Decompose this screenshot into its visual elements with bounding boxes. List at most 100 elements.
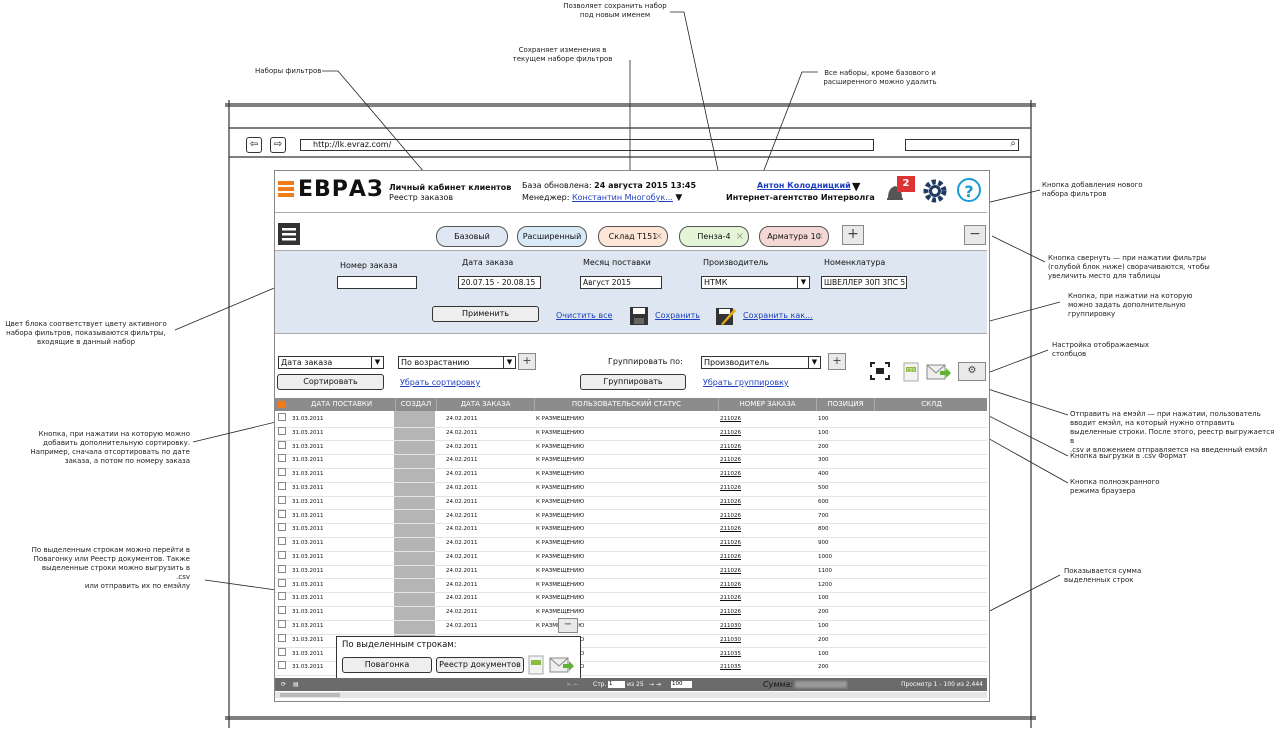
remove-sort-link[interactable]: Убрать сортировку xyxy=(400,378,481,387)
browser-search-input[interactable]: ⌕ xyxy=(905,138,1019,151)
row-checkbox[interactable] xyxy=(278,647,286,656)
row-checkbox[interactable] xyxy=(278,426,286,435)
back-button[interactable]: ⇦ xyxy=(246,137,262,153)
row-checkbox[interactable] xyxy=(278,495,286,504)
order-date-input[interactable]: 20.07.15 - 20.08.15 xyxy=(458,276,541,289)
filter-set-tab[interactable]: Арматура 10× xyxy=(759,226,829,247)
add-grouping-button[interactable]: + xyxy=(828,353,846,370)
cell-order-number-link[interactable]: 211026 xyxy=(720,595,741,602)
cell-order-number-link[interactable]: 211026 xyxy=(720,512,741,519)
cell-order-number-link[interactable]: 211035 xyxy=(720,664,741,671)
url-bar[interactable]: http://lk.evraz.com/ xyxy=(300,139,874,151)
filter-set-tab[interactable]: Склад Т151× xyxy=(598,226,668,247)
col-delivery-date[interactable]: ДАТА ПОСТАВКИ xyxy=(310,400,373,408)
row-checkbox[interactable] xyxy=(278,620,286,628)
csv-export-icon[interactable] xyxy=(528,655,544,675)
user-name-link[interactable]: Антон Колодницкий xyxy=(757,181,851,190)
first-page-icon[interactable]: ⇤ ← xyxy=(567,681,579,688)
floppy-save-icon[interactable] xyxy=(629,306,649,326)
page-number-input[interactable]: 1 xyxy=(608,681,625,688)
row-checkbox[interactable] xyxy=(278,564,286,573)
horizontal-scrollbar[interactable] xyxy=(275,692,987,698)
cell-order-number-link[interactable]: 211026 xyxy=(720,498,741,505)
cell-order-number-link[interactable]: 211030 xyxy=(720,623,741,629)
row-checkbox[interactable] xyxy=(278,482,286,490)
email-send-icon[interactable] xyxy=(549,655,575,675)
refresh-icon[interactable]: ⟳ xyxy=(281,681,287,688)
row-checkbox[interactable] xyxy=(278,592,286,601)
csv-export-icon[interactable]: CSV xyxy=(902,362,920,382)
manager-dropdown-icon[interactable]: ▼ xyxy=(675,193,683,203)
close-icon[interactable]: × xyxy=(735,231,744,242)
wagon-report-button[interactable]: Повагонка xyxy=(342,657,432,673)
cell-order-number-link[interactable]: 211026 xyxy=(720,443,741,450)
remove-grouping-link[interactable]: Убрать группировку xyxy=(703,378,789,387)
cell-order-number-link[interactable]: 211035 xyxy=(720,650,741,657)
sort-direction-select[interactable]: По возрастанию▼ xyxy=(398,356,516,369)
save-link[interactable]: Сохранить xyxy=(655,311,700,320)
group-field-select[interactable]: Производитель▼ xyxy=(701,356,821,369)
row-checkbox[interactable] xyxy=(278,661,286,670)
cell-order-number-link[interactable]: 211026 xyxy=(720,540,741,547)
row-checkbox[interactable] xyxy=(278,606,286,615)
group-button[interactable]: Группировать xyxy=(580,374,686,390)
cell-order-number-link[interactable]: 211026 xyxy=(720,567,741,574)
save-as-link[interactable]: Сохранить как... xyxy=(743,311,813,320)
fullscreen-icon[interactable] xyxy=(870,362,890,380)
save-as-icon[interactable] xyxy=(715,306,737,326)
cell-order-number-link[interactable]: 211030 xyxy=(720,636,741,643)
row-checkbox[interactable] xyxy=(278,440,286,449)
cell-order-number-link[interactable]: 211026 xyxy=(720,485,741,491)
help-icon[interactable]: ? xyxy=(957,178,981,202)
email-send-icon[interactable] xyxy=(926,363,952,381)
add-filter-set-button[interactable]: + xyxy=(842,225,864,245)
manufacturer-select[interactable]: НТМК▼ xyxy=(701,276,810,289)
user-dropdown-icon[interactable]: ▼ xyxy=(852,180,861,193)
close-icon[interactable]: × xyxy=(815,231,824,242)
row-checkbox[interactable] xyxy=(278,468,286,477)
row-checkbox[interactable] xyxy=(278,509,286,518)
clear-all-link[interactable]: Очистить все xyxy=(556,311,613,320)
sort-button[interactable]: Сортировать xyxy=(277,374,384,390)
filter-set-tab[interactable]: Пенза-4× xyxy=(679,226,749,247)
menu-hamburger-icon[interactable] xyxy=(278,223,300,245)
cell-order-number-link[interactable]: 211026 xyxy=(720,526,741,533)
col-user-status[interactable]: ПОЛЬЗОВАТЕЛЬСКИЙ СТАТУС xyxy=(534,398,718,411)
forward-button[interactable]: ⇨ xyxy=(270,137,286,153)
order-number-input[interactable] xyxy=(337,276,417,289)
per-page-select[interactable]: 100 xyxy=(671,681,692,688)
row-checkbox[interactable] xyxy=(278,633,286,642)
col-order-number[interactable]: НОМЕР ЗАКАЗА xyxy=(718,398,816,411)
col-position[interactable]: ПОЗИЦИЯ xyxy=(816,398,874,411)
cell-order-number-link[interactable]: 211026 xyxy=(720,609,741,616)
manager-link[interactable]: Константин Многобук... xyxy=(571,193,673,202)
documents-register-button[interactable]: Реестр документов xyxy=(436,657,524,673)
export-icon[interactable]: ▤ xyxy=(293,681,299,688)
delivery-month-input[interactable]: Август 2015 xyxy=(580,276,662,289)
col-created-by[interactable]: СОЗДАЛ xyxy=(395,398,436,411)
filter-set-tab[interactable]: Базовый xyxy=(436,226,508,247)
col-order-date[interactable]: ДАТА ЗАКАЗА xyxy=(436,398,534,411)
row-checkbox[interactable] xyxy=(278,578,286,587)
add-sort-button[interactable]: + xyxy=(518,353,536,370)
sort-field-select[interactable]: Дата заказа▼ xyxy=(278,356,384,369)
popup-collapse-button[interactable]: − xyxy=(558,618,578,633)
gear-icon[interactable] xyxy=(922,178,948,204)
next-page-icon[interactable]: → ⇥ xyxy=(649,681,661,688)
apply-button[interactable]: Применить xyxy=(432,306,539,322)
row-checkbox[interactable] xyxy=(278,523,286,532)
